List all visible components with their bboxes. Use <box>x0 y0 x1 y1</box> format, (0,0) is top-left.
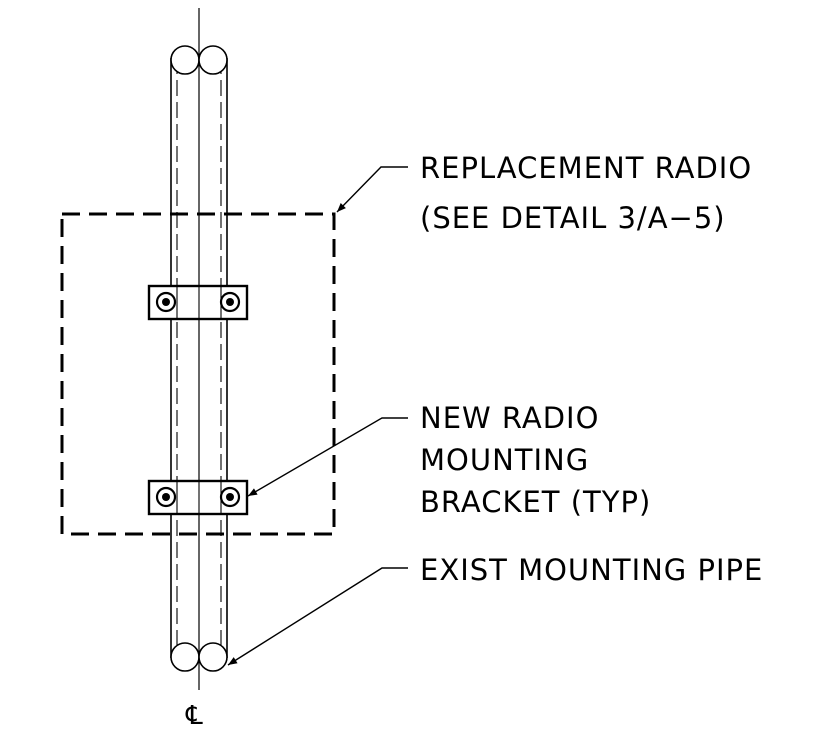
centerline-symbol: ℄ <box>185 701 203 731</box>
lower-mounting-bracket <box>147 479 249 516</box>
leader-replacement-radio <box>336 166 408 213</box>
label-replacement-radio-line2: (SEE DETAIL 3/A−5) <box>420 201 726 235</box>
label-bracket-line1: NEW RADIO <box>420 401 599 435</box>
leader-mounting-bracket <box>247 417 408 497</box>
label-bracket-line3: BRACKET (TYP) <box>420 485 651 519</box>
upper-mounting-bracket <box>147 284 249 321</box>
label-bracket-line2: MOUNTING <box>420 443 589 477</box>
replacement-radio-outline <box>60 212 336 536</box>
label-mounting-pipe: EXIST MOUNTING PIPE <box>420 553 763 587</box>
leader-mounting-pipe <box>227 567 408 666</box>
mounting-pipe <box>170 45 228 672</box>
label-replacement-radio-line1: REPLACEMENT RADIO <box>420 151 752 185</box>
